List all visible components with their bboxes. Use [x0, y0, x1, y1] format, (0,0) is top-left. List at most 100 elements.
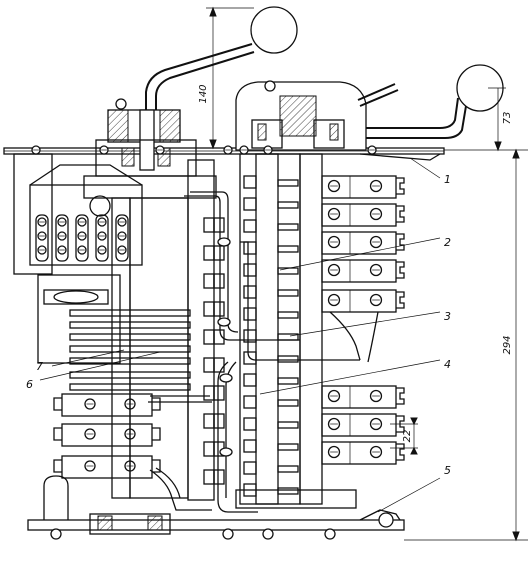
drum-segment: [277, 201, 299, 209]
terminal-clip: [53, 427, 62, 441]
drum-finger: [243, 329, 257, 343]
terminal-pair: [61, 393, 153, 417]
drum-finger: [243, 241, 257, 255]
drum-contact-fingers: [243, 175, 299, 497]
drum-segment: [277, 399, 299, 407]
spacer: [213, 217, 225, 233]
drum-finger: [243, 197, 257, 211]
terminal-row: [321, 441, 397, 465]
right-handle: [235, 64, 504, 151]
terminal-clip: [396, 387, 405, 405]
callout-7: 7: [36, 349, 125, 373]
dimension-label-140: 140: [198, 84, 209, 103]
cam-disc: [69, 321, 191, 329]
terminal-clip: [152, 459, 161, 473]
dimension-22: 22: [390, 417, 418, 455]
drum-finger: [243, 373, 257, 387]
drum-segment: [277, 223, 299, 231]
drum-finger: [243, 395, 257, 409]
left-handle: [95, 6, 298, 177]
spacer: [203, 385, 215, 401]
drum-segment: [277, 465, 299, 473]
callout-label-3: 3: [444, 310, 451, 323]
cam-disc: [69, 309, 191, 317]
drum-segment: [277, 355, 299, 363]
terminal-clip: [396, 205, 405, 223]
callout-label-1: 1: [444, 173, 451, 186]
right-terminal-block: [31, 145, 405, 465]
drum-segment: [277, 421, 299, 429]
cam-disc: [69, 371, 191, 379]
spacer: [203, 217, 215, 233]
contact-finger: [115, 214, 129, 262]
drum-segment: [277, 311, 299, 319]
terminal-row: [321, 203, 397, 227]
terminal-row: [321, 259, 397, 283]
terminal-clip: [396, 261, 405, 279]
spacer: [213, 357, 225, 373]
drum-segment: [277, 487, 299, 495]
drum-finger: [243, 351, 257, 365]
drum-segment: [277, 443, 299, 451]
dimension-294: 294: [404, 148, 528, 542]
spacer: [203, 441, 215, 457]
dimension-73: 73: [488, 87, 513, 152]
cam-disc: [69, 345, 191, 353]
callout-1: 1: [409, 157, 451, 186]
drum-finger: [243, 175, 257, 189]
spacer: [213, 329, 225, 345]
base-plate: [27, 475, 405, 540]
left-drum: [83, 159, 217, 501]
terminal-clip: [53, 459, 62, 473]
terminal-clip: [396, 443, 405, 461]
spacer: [203, 357, 215, 373]
spacer: [203, 329, 215, 345]
callout-2: 2: [279, 236, 451, 271]
terminal-row: [321, 175, 397, 199]
cam-disc: [69, 357, 191, 365]
wiring: [148, 191, 379, 513]
callout-label-2: 2: [444, 236, 451, 249]
drum-finger: [243, 439, 257, 453]
callout-5: 5: [377, 464, 451, 513]
callout-label-6: 6: [26, 378, 33, 391]
terminal-pair: [61, 423, 153, 447]
spacer: [213, 273, 225, 289]
callout-4: 4: [259, 358, 451, 395]
spacer: [203, 301, 215, 317]
callout-6: 6: [26, 351, 161, 391]
terminal-clip: [152, 427, 161, 441]
drum-segment: [277, 289, 299, 297]
cam-disc: [69, 383, 191, 391]
terminal-clip: [53, 397, 62, 411]
terminal-clip: [152, 397, 161, 411]
drum-segment: [277, 245, 299, 253]
terminal-row: [321, 385, 397, 409]
callout-label-5: 5: [444, 464, 451, 477]
drum-finger: [243, 219, 257, 233]
terminal-row: [321, 289, 397, 313]
dimension-label-73: 73: [502, 112, 513, 125]
spacer: [213, 301, 225, 317]
contact-finger: [95, 214, 109, 262]
drum-finger: [243, 307, 257, 321]
drum-finger: [243, 417, 257, 431]
terminal-pair: [61, 455, 153, 479]
drum-finger: [243, 483, 257, 497]
spacer: [203, 469, 215, 485]
spacer: [213, 469, 225, 485]
spacer: [213, 245, 225, 261]
spacer: [203, 413, 215, 429]
drum-segment: [277, 179, 299, 187]
terminal-row: [321, 413, 397, 437]
callout-label-7: 7: [36, 360, 43, 373]
contact-finger: [55, 214, 69, 262]
callout-3: 3: [289, 310, 451, 337]
spacer: [203, 273, 215, 289]
drum-finger: [243, 461, 257, 475]
terminal-clip: [396, 291, 405, 309]
spacer: [213, 385, 225, 401]
drum-segment: [277, 377, 299, 385]
spacer: [203, 245, 215, 261]
